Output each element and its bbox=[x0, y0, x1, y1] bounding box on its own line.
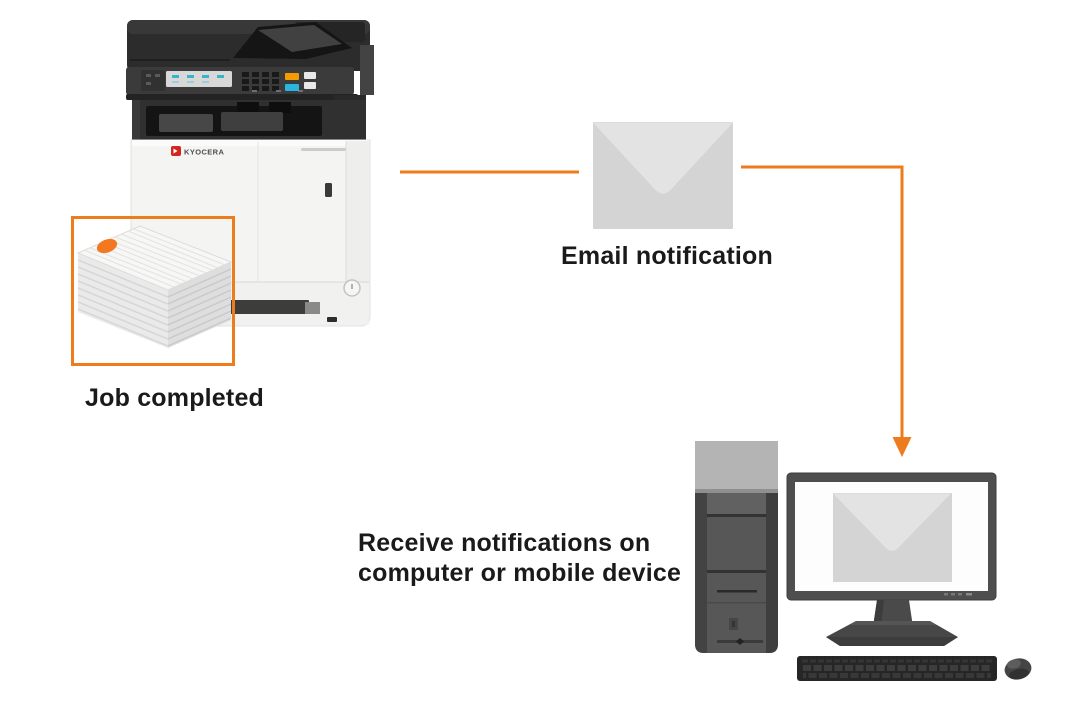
printer-paper-tray-slot bbox=[229, 300, 309, 314]
envelope-flap bbox=[593, 122, 733, 194]
screen-envelope-icon bbox=[833, 493, 952, 582]
computer-keyboard bbox=[797, 656, 997, 681]
printer-key-cyan bbox=[285, 84, 299, 91]
printer-output-section bbox=[132, 95, 366, 141]
printer-display bbox=[166, 71, 232, 87]
email-envelope-icon bbox=[593, 122, 733, 229]
connector-email-to-computer bbox=[741, 165, 904, 438]
down-arrowhead-icon bbox=[892, 437, 912, 457]
job-completed-label: Job completed bbox=[85, 384, 265, 412]
computer-tower bbox=[695, 441, 778, 653]
email-notification-label: Email notification bbox=[561, 242, 773, 270]
printed-paper-stack-icon bbox=[76, 225, 233, 348]
kyocera-logo-text: KYOCERA bbox=[184, 148, 224, 157]
receive-notifications-line1: Receive notifications on bbox=[358, 529, 651, 557]
printer-keypad bbox=[242, 72, 279, 91]
computer-monitor bbox=[786, 472, 997, 646]
job-completed-highlight-box bbox=[71, 216, 235, 366]
receive-notifications-line2: computer or mobile device bbox=[358, 559, 682, 587]
printer-model-text bbox=[301, 148, 346, 151]
receive-notifications-label: Receive notifications on computer or mob… bbox=[358, 528, 681, 588]
printer-control-panel bbox=[126, 67, 358, 100]
desktop-computer-icon bbox=[695, 441, 1032, 681]
paper-stack-orange-dot bbox=[96, 238, 118, 254]
printer-start-key-orange bbox=[285, 73, 299, 80]
computer-mouse bbox=[1004, 658, 1032, 680]
kyocera-logo: KYOCERA bbox=[171, 146, 224, 157]
